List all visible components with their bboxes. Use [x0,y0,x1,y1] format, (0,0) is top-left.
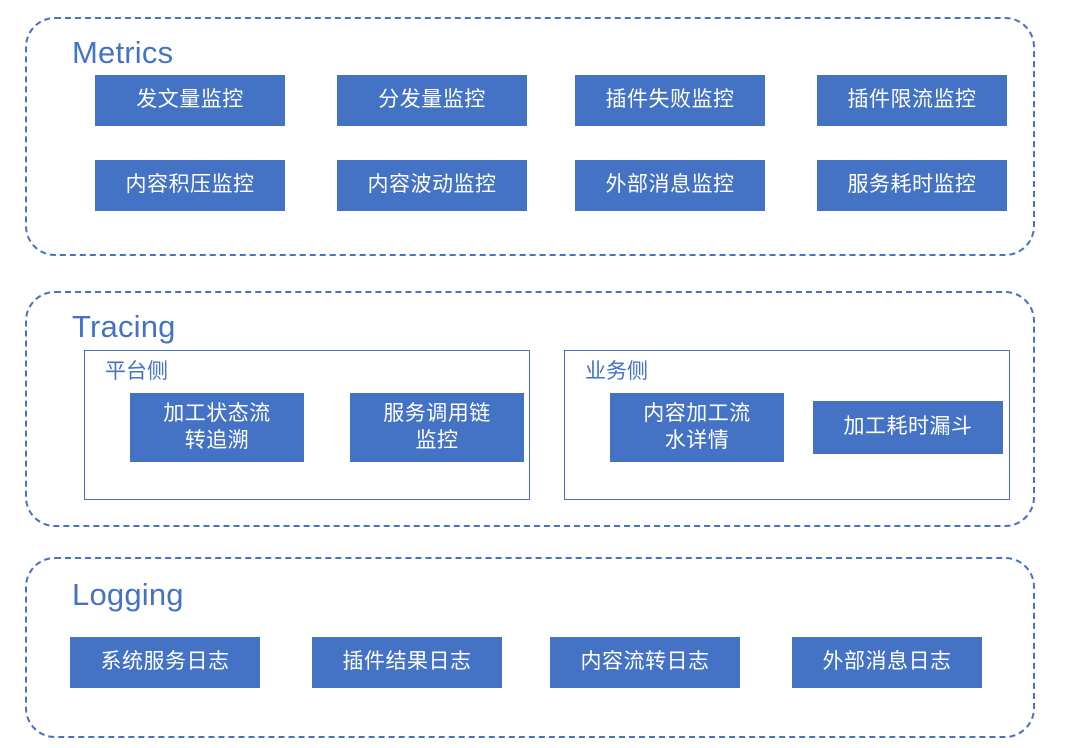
subpanel-business-side: 业务侧 内容加工流 水详情 加工耗时漏斗 [564,350,1010,500]
subpanel-platform-side: 平台侧 加工状态流 转追溯 服务调用链 监控 [84,350,530,500]
group-logging: Logging 系统服务日志 插件结果日志 内容流转日志 外部消息日志 [25,557,1035,738]
tracing-box-processing-state-trace[interactable]: 加工状态流 转追溯 [130,393,304,462]
tracing-box-service-call-chain[interactable]: 服务调用链 监控 [350,393,524,462]
metrics-box-plugin-failure[interactable]: 插件失败监控 [575,75,765,126]
group-tracing: Tracing 平台侧 加工状态流 转追溯 服务调用链 监控 业务侧 内容加工流… [25,291,1035,527]
metrics-box-content-fluctuation[interactable]: 内容波动监控 [337,160,527,211]
group-title-metrics: Metrics [72,35,174,70]
logging-box-system-service-log[interactable]: 系统服务日志 [70,637,260,688]
metrics-box-service-latency[interactable]: 服务耗时监控 [817,160,1007,211]
logging-box-content-flow-log[interactable]: 内容流转日志 [550,637,740,688]
tracing-box-processing-time-funnel[interactable]: 加工耗时漏斗 [813,401,1003,454]
group-title-tracing: Tracing [72,309,176,344]
metrics-box-plugin-throttling[interactable]: 插件限流监控 [817,75,1007,126]
metrics-box-publish-volume[interactable]: 发文量监控 [95,75,285,126]
metrics-box-content-backlog[interactable]: 内容积压监控 [95,160,285,211]
logging-box-external-message-log[interactable]: 外部消息日志 [792,637,982,688]
group-metrics: Metrics 发文量监控 分发量监控 插件失败监控 插件限流监控 内容积压监控… [25,17,1035,256]
group-title-logging: Logging [72,577,184,612]
subpanel-title-business-side: 业务侧 [585,360,648,383]
tracing-box-content-processing-detail[interactable]: 内容加工流 水详情 [610,393,784,462]
metrics-box-external-message[interactable]: 外部消息监控 [575,160,765,211]
metrics-box-distribution-volume[interactable]: 分发量监控 [337,75,527,126]
logging-box-plugin-result-log[interactable]: 插件结果日志 [312,637,502,688]
subpanel-title-platform-side: 平台侧 [105,360,168,383]
